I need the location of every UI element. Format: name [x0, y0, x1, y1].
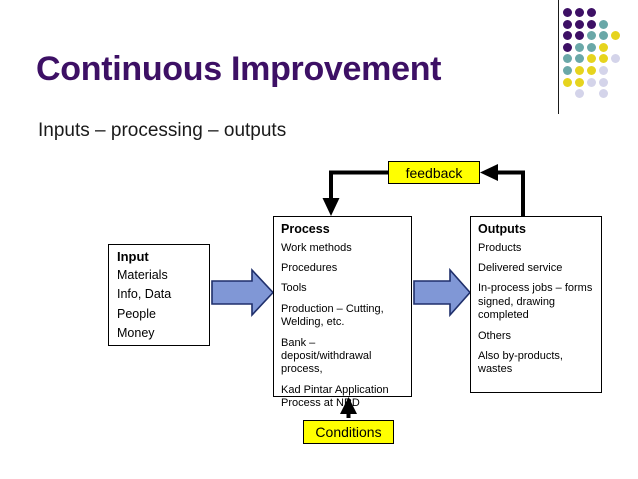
process-box: Process Work methods Procedures Tools Pr… — [273, 216, 412, 409]
logo-dot-teal — [587, 31, 596, 41]
logo-dot-teal — [575, 54, 584, 64]
page-title: Continuous Improvement — [36, 50, 442, 88]
logo-dot-lavender — [575, 89, 584, 99]
logo-dot-yellow — [575, 77, 584, 87]
input-box: Input Materials Info, Data People Money — [108, 244, 210, 346]
logo-dot-lavender — [599, 66, 608, 75]
feedback-outflow-arrowhead — [322, 198, 340, 216]
logo-dot-teal — [563, 54, 572, 64]
dot-grid-logo — [563, 8, 627, 104]
logo-dot-lavender — [587, 77, 596, 87]
outputs-box-title: Outputs — [478, 222, 526, 236]
logo-dot-purple — [575, 31, 584, 41]
outputs-box-line: Also by-products, wastes — [478, 350, 563, 376]
process-to-outputs-arrow — [413, 267, 472, 318]
logo-dot-teal — [563, 66, 572, 75]
logo-dot-purple — [563, 8, 572, 17]
logo-dot-yellow — [611, 31, 620, 41]
logo-dot-purple — [587, 19, 596, 29]
outputs-box-line: Delivered service — [478, 262, 563, 275]
feedback-label-box: feedback — [388, 161, 480, 184]
logo-dot-teal — [575, 42, 584, 52]
logo-dot-lavender — [611, 54, 620, 64]
conditions-label-box: Conditions — [303, 420, 394, 444]
feedback-inflow-line — [494, 170, 525, 216]
feedback-inflow-arrowhead — [480, 164, 498, 181]
logo-dot-purple — [563, 19, 572, 29]
process-box-title: Process — [281, 222, 330, 236]
process-box-line: Kad Pintar Application Process at NRD — [281, 383, 389, 410]
process-box-line: Tools — [281, 282, 307, 295]
process-box-line: Work methods — [281, 241, 352, 254]
logo-dot-purple — [575, 19, 584, 29]
outputs-box-line: Others — [478, 329, 512, 342]
outputs-box-line: Products — [478, 241, 522, 254]
logo-dot-yellow — [599, 42, 608, 52]
input-to-process-arrow — [211, 267, 275, 318]
process-box-line: Procedures — [281, 262, 338, 275]
input-box-line: Money — [117, 325, 155, 340]
logo-dot-lavender — [599, 77, 608, 87]
input-box-line: People — [117, 306, 156, 321]
logo-dot-purple — [563, 42, 572, 52]
logo-dot-purple — [563, 31, 572, 41]
logo-dot-teal — [599, 31, 608, 41]
logo-dot-teal — [587, 42, 596, 52]
logo-dot-purple — [575, 8, 584, 17]
logo-dot-lavender — [599, 89, 608, 99]
logo-divider-line — [558, 0, 559, 114]
logo-dot-yellow — [599, 54, 608, 64]
logo-dot-yellow — [587, 54, 596, 64]
process-box-line: Bank – deposit/withdrawal process, — [281, 336, 372, 376]
page-subtitle: Inputs – processing – outputs — [38, 120, 287, 141]
logo-dot-yellow — [563, 77, 572, 87]
input-box-line: Info, Data — [117, 287, 172, 302]
process-box-line: Production – Cutting, Welding, etc. — [281, 302, 384, 329]
logo-dot-teal — [599, 19, 608, 29]
logo-dot-yellow — [575, 66, 584, 75]
logo-dot-purple — [587, 8, 596, 17]
input-box-line: Materials — [117, 268, 168, 283]
feedback-outflow-line — [329, 170, 388, 203]
outputs-box: Outputs Products Delivered service In-pr… — [470, 216, 602, 393]
logo-dot-yellow — [587, 66, 596, 75]
outputs-box-line: In-process jobs – forms signed, drawing … — [478, 282, 593, 322]
input-box-title: Input — [117, 249, 149, 264]
